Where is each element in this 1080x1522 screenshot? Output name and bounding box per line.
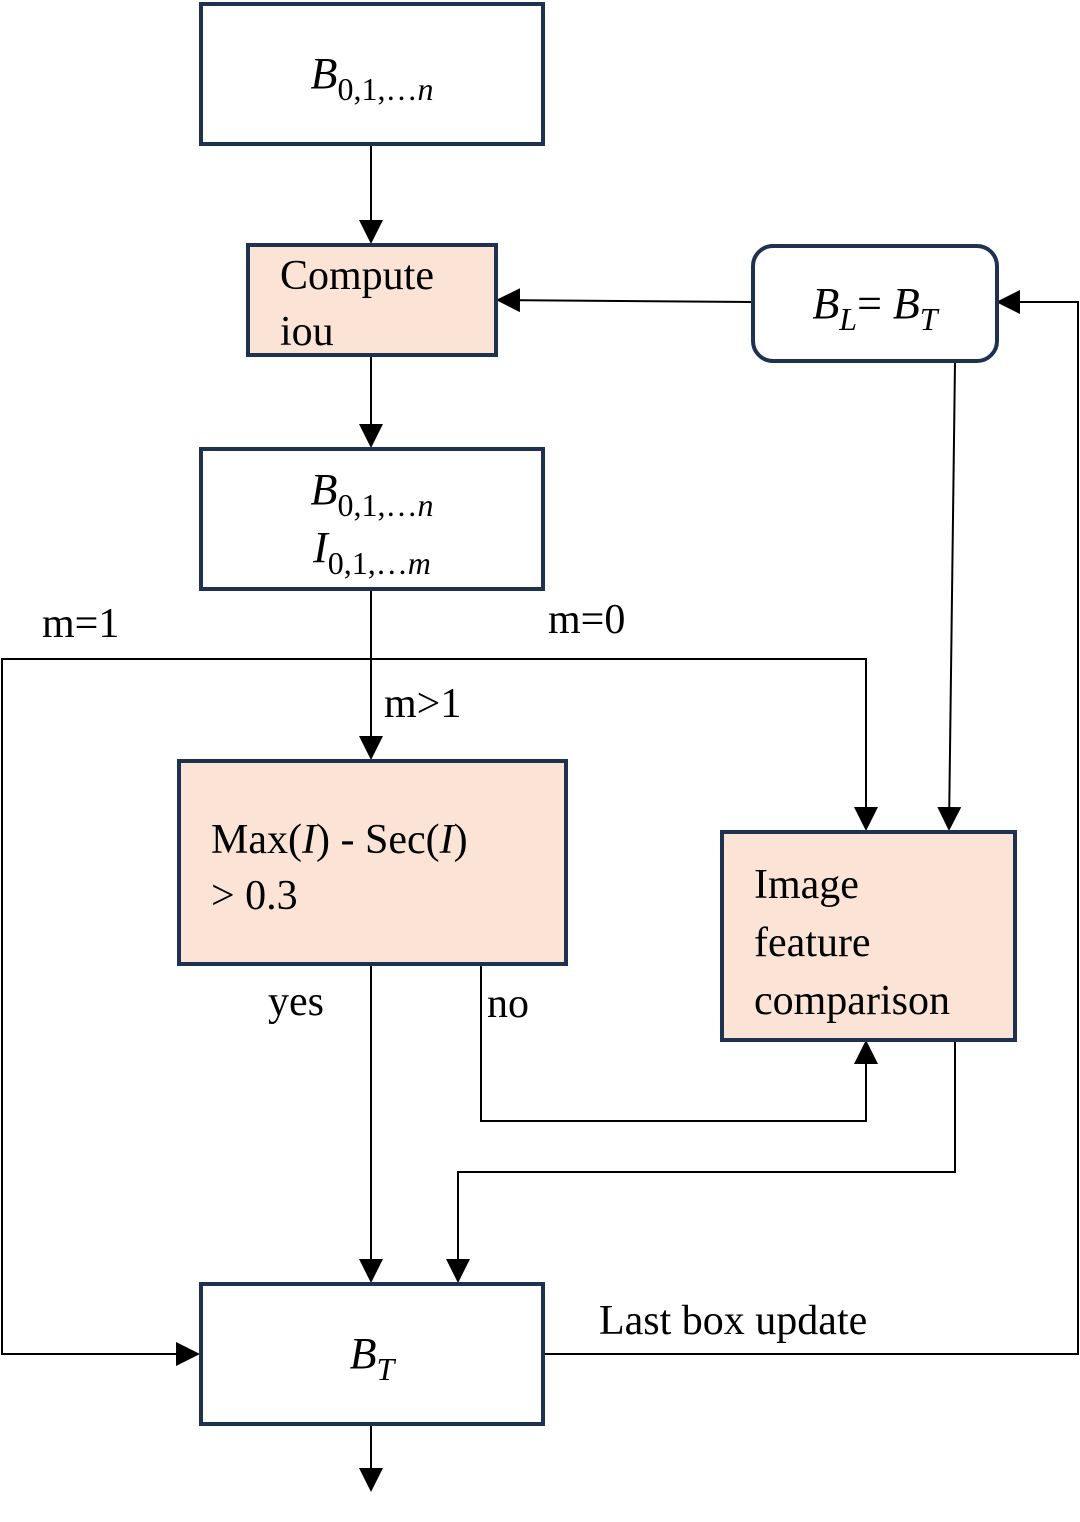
edge-feature-to-target bbox=[446, 1041, 956, 1283]
input-boxes-label: B0,1,…n bbox=[310, 49, 434, 107]
node-input-boxes: B0,1,…n bbox=[199, 2, 545, 146]
compute-iou-line1: Compute bbox=[280, 253, 434, 299]
label-m-gt-1: m>1 bbox=[384, 681, 462, 727]
edge-m-eq-1-to-target bbox=[1, 658, 371, 1366]
compute-iou-line2: iou bbox=[280, 309, 334, 355]
label-m-eq-1: m=1 bbox=[42, 601, 120, 647]
feature-line2: feature bbox=[754, 920, 871, 966]
result-iou-label: I0,1,…m bbox=[313, 523, 431, 581]
label-no: no bbox=[487, 981, 529, 1027]
edge-m-eq-0-to-feature bbox=[371, 658, 878, 831]
feature-line1: Image bbox=[754, 862, 859, 908]
node-image-feature-comparison: Image feature comparison bbox=[720, 830, 1017, 1042]
target-box-label: BT bbox=[349, 1329, 395, 1387]
decision-line2: > 0.3 bbox=[211, 873, 298, 919]
node-iou-result: B0,1,…n I0,1,…m bbox=[199, 447, 545, 591]
decision-line1: Max(I) - Sec(I) bbox=[211, 817, 468, 863]
node-target-box: BT bbox=[199, 1282, 545, 1426]
edge-last-box-to-compute bbox=[496, 288, 753, 313]
edge-last-box-to-feature bbox=[937, 361, 962, 831]
node-compute-iou: Compute iou bbox=[246, 243, 498, 357]
edge-last-box-update bbox=[545, 290, 1079, 1355]
result-boxes-label: B0,1,…n bbox=[310, 465, 434, 523]
label-last-box-update: Last box update bbox=[599, 1298, 868, 1344]
node-last-box: BL= BT bbox=[751, 244, 999, 363]
edge-no-to-feature bbox=[480, 965, 878, 1122]
label-yes: yes bbox=[268, 979, 324, 1025]
last-box-label: BL= BT bbox=[812, 278, 938, 337]
feature-line3: comparison bbox=[754, 978, 950, 1024]
label-m-eq-0: m=0 bbox=[548, 597, 626, 643]
node-max-sec-decision: Max(I) - Sec(I) > 0.3 bbox=[177, 759, 568, 966]
